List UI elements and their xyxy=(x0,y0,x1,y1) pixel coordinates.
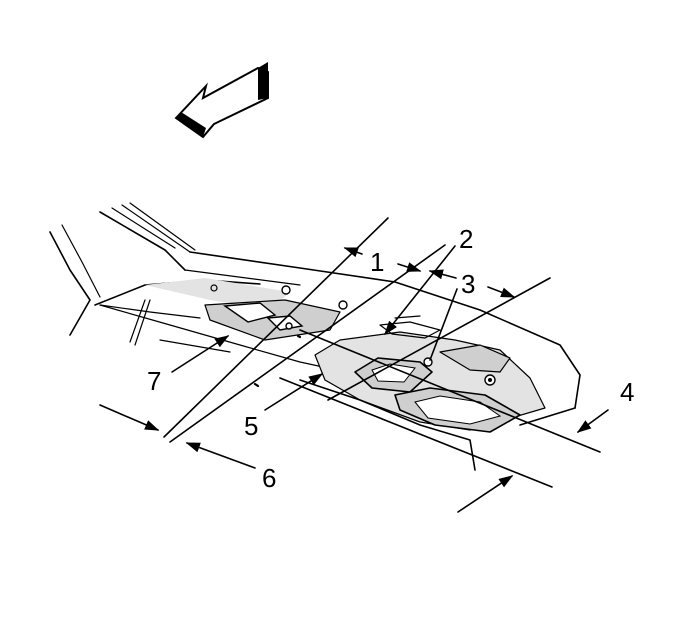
front-direction-arrow-icon xyxy=(174,62,269,139)
callout-2: 2 xyxy=(459,224,473,254)
roof-panel xyxy=(49,202,581,471)
callout-4: 4 xyxy=(620,377,634,407)
callout-3: 3 xyxy=(461,269,475,299)
callout-5: 5 xyxy=(244,411,258,441)
leader-lines xyxy=(171,245,458,411)
callout-7: 7 xyxy=(147,366,161,396)
callout-6: 6 xyxy=(262,463,276,493)
callout-1: 1 xyxy=(370,247,384,277)
dimension-lines xyxy=(99,217,609,513)
